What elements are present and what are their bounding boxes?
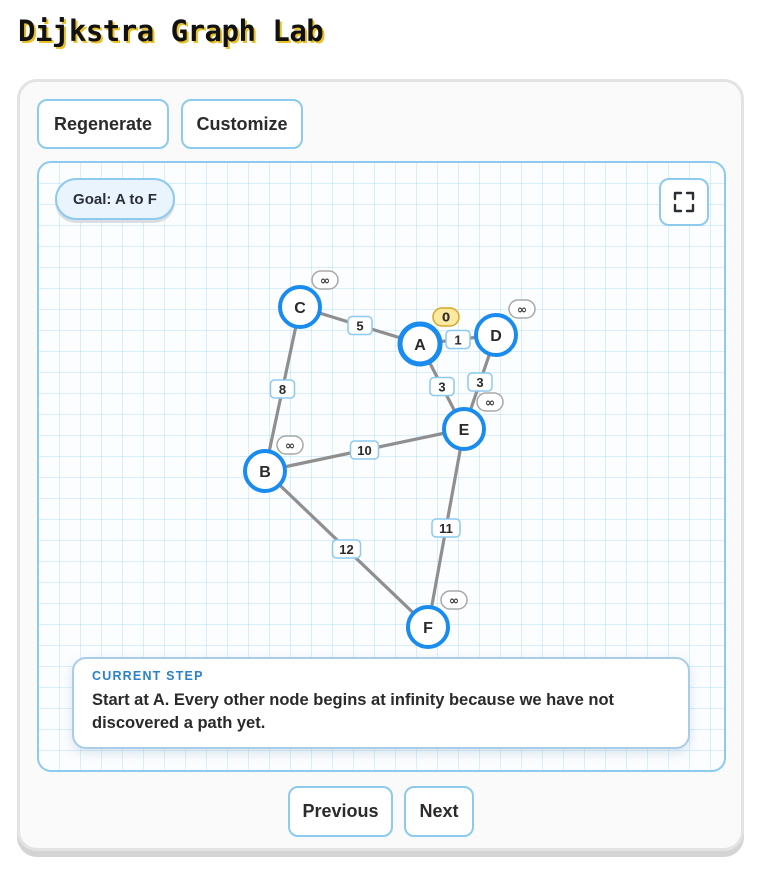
node-label: C bbox=[294, 300, 306, 317]
distance-badge: ∞ bbox=[476, 392, 504, 412]
distance-badge: 0 bbox=[432, 307, 460, 327]
edge-weight-box bbox=[445, 329, 471, 350]
node-f[interactable]: F bbox=[406, 605, 450, 649]
edge-weight-box bbox=[429, 376, 455, 397]
step-text: Start at A. Every other node begins at i… bbox=[92, 691, 615, 732]
distance-value: ∞ bbox=[285, 439, 295, 453]
fullscreen-button[interactable] bbox=[659, 178, 709, 226]
regenerate-button[interactable]: Regenerate bbox=[37, 99, 169, 149]
distance-value: ∞ bbox=[485, 396, 495, 410]
node-c[interactable]: C bbox=[278, 285, 322, 329]
node-circle bbox=[397, 321, 443, 367]
edge-weight-text: 10 bbox=[357, 443, 371, 458]
edge-weight-box bbox=[431, 518, 461, 538]
edge-weight-text: 11 bbox=[439, 521, 453, 536]
edge-weight-box bbox=[331, 539, 362, 559]
edge-weight-text: 5 bbox=[356, 319, 363, 334]
node-d[interactable]: D bbox=[474, 313, 518, 357]
distance-badge-pill bbox=[440, 590, 468, 610]
distance-value: ∞ bbox=[320, 274, 330, 288]
node-circle bbox=[278, 285, 322, 329]
edge-weight-text: 3 bbox=[438, 380, 445, 395]
distance-badge-pill bbox=[508, 299, 536, 319]
edge-weight-label: 12 bbox=[331, 539, 362, 559]
distance-badge: ∞ bbox=[276, 435, 304, 455]
edge-weight-label: 10 bbox=[349, 440, 380, 460]
node-label: D bbox=[490, 328, 502, 345]
node-circle bbox=[243, 449, 287, 493]
distance-value: 0 bbox=[442, 311, 450, 325]
edge-weight-label: 1 bbox=[445, 329, 471, 350]
nodes-layer: A 0B ∞ C ∞ D ∞ E ∞ F ∞ bbox=[243, 270, 536, 649]
node-label: E bbox=[459, 422, 470, 439]
node-label: F bbox=[423, 620, 433, 637]
customize-button[interactable]: Customize bbox=[181, 99, 303, 149]
edge-weight-label: 3 bbox=[429, 376, 455, 397]
distance-badge-pill bbox=[276, 435, 304, 455]
node-label: B bbox=[259, 464, 271, 481]
distance-badge: ∞ bbox=[311, 270, 339, 290]
node-circle bbox=[474, 313, 518, 357]
next-button[interactable]: Next bbox=[404, 786, 474, 837]
node-a[interactable]: A bbox=[397, 321, 443, 367]
edges-layer bbox=[263, 305, 498, 629]
distance-badge: ∞ bbox=[440, 590, 468, 610]
fullscreen-icon bbox=[673, 191, 695, 213]
edge-weight-label: 5 bbox=[347, 315, 373, 336]
edge-weight-text: 1 bbox=[454, 333, 461, 348]
edge-weight-label: 3 bbox=[467, 372, 493, 392]
node-e[interactable]: E bbox=[442, 407, 486, 451]
distance-value: ∞ bbox=[517, 303, 527, 317]
edge-weights-layer: 5 1 8 3 3 10 12 11 bbox=[269, 315, 493, 559]
distance-badge-pill bbox=[432, 307, 460, 327]
current-step-panel: CURRENT STEP Start at A. Every other nod… bbox=[72, 657, 690, 749]
edge-weight-text: 8 bbox=[279, 382, 286, 397]
edge-weight-text: 12 bbox=[339, 542, 353, 557]
distance-badge: ∞ bbox=[508, 299, 536, 319]
step-label: CURRENT STEP bbox=[92, 669, 204, 683]
previous-button[interactable]: Previous bbox=[288, 786, 393, 837]
edge-weight-box bbox=[349, 440, 380, 460]
edge-weight-text: 3 bbox=[476, 375, 483, 390]
edge-weight-label: 8 bbox=[269, 379, 296, 399]
distance-badge-pill bbox=[476, 392, 504, 412]
node-label: A bbox=[414, 337, 426, 354]
distance-value: ∞ bbox=[449, 594, 459, 608]
app-title: Dijkstra Graph Lab bbox=[18, 14, 324, 48]
goal-badge: Goal: A to F bbox=[55, 178, 175, 220]
node-circle bbox=[406, 605, 450, 649]
edge-weight-box bbox=[347, 315, 373, 336]
node-circle bbox=[442, 407, 486, 451]
distance-badge-pill bbox=[311, 270, 339, 290]
node-b[interactable]: B bbox=[243, 449, 287, 493]
edge-weight-label: 11 bbox=[431, 518, 461, 538]
edge-weight-box bbox=[467, 372, 493, 392]
edge-weight-box bbox=[269, 379, 296, 399]
